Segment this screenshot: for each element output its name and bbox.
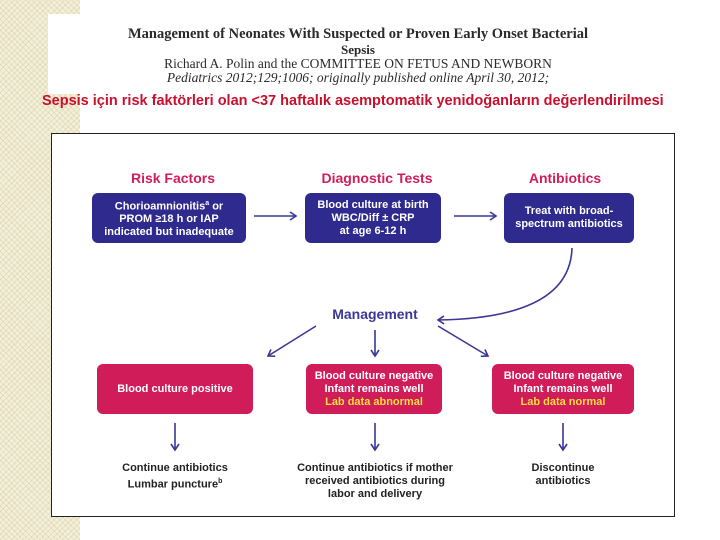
heading-diagnostic-tests: Diagnostic Tests (321, 170, 433, 186)
flow-arrows (170, 211, 573, 452)
action-positive: Continue antibiotics Lumbar punctureb (122, 462, 228, 491)
arrow-to-positive (266, 325, 317, 358)
article-title-line2: Sepsis (341, 42, 375, 57)
arrow-antibiotics-to-management (436, 247, 573, 325)
article-journal: Pediatrics 2012;129;1006; originally pub… (166, 70, 550, 85)
action-normal: Discontinue antibiotics (531, 462, 595, 487)
heading-management: Management (332, 306, 418, 322)
outcome-abnormal-box: Blood culture negative Infant remains we… (306, 364, 442, 414)
arrow-to-normal (437, 325, 490, 358)
article-title: Management of Neonates With Suspected or… (127, 26, 589, 42)
citation-header: Management of Neonates With Suspected or… (48, 14, 668, 94)
outcome-positive-box: Blood culture positive (97, 364, 253, 414)
outcome-normal-box: Blood culture negative Infant remains we… (492, 364, 634, 414)
flowchart-diagram: Risk Factors Diagnostic Tests Antibiotic… (51, 133, 675, 517)
action-abnormal: Continue antibiotics if mother received … (297, 462, 453, 500)
slide-subtitle: Sepsis için risk faktörleri olan <37 haf… (42, 93, 664, 109)
heading-risk-factors: Risk Factors (130, 170, 216, 186)
article-authors: Richard A. Polin and the COMMITTEE ON FE… (164, 56, 552, 71)
diagnostic-tests-box: Blood culture at birth WBC/Diff ± CRP at… (305, 193, 441, 243)
heading-antibiotics: Antibiotics (528, 170, 602, 186)
antibiotics-box: Treat with broad- spectrum antibiotics (504, 193, 634, 243)
risk-factors-box: Chorioamnionitisa or PROM ≥18 h or IAP i… (92, 193, 246, 243)
